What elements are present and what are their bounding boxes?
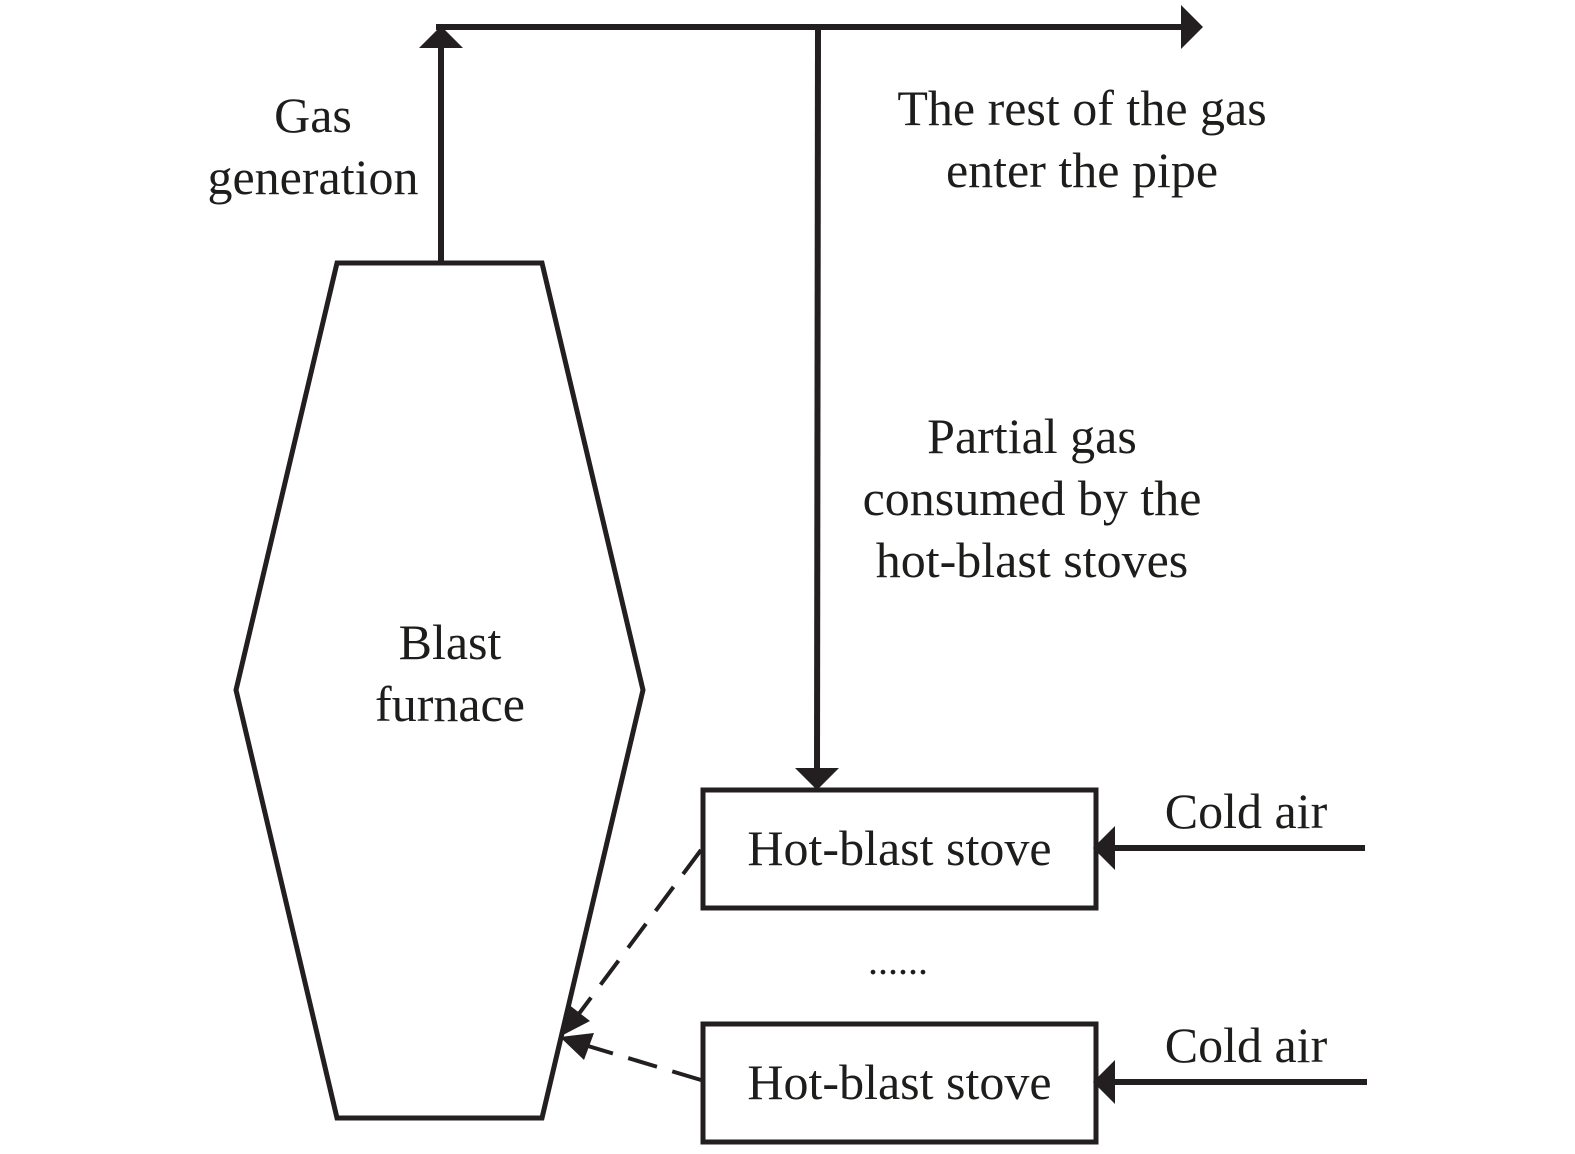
gas-generation-arrowhead bbox=[419, 26, 463, 48]
cold-air-2-label: Cold air bbox=[1164, 1017, 1328, 1073]
blast-furnace-line-1: Blast bbox=[398, 614, 502, 670]
partial-gas-line-3: hot-blast stoves bbox=[875, 532, 1189, 588]
blast-furnace-line-2: furnace bbox=[375, 676, 525, 732]
hot-blast-stove-2-label: Hot-blast stove bbox=[747, 1054, 1052, 1110]
hot-blast-1-dashed-line bbox=[576, 848, 703, 1017]
cold-air-2-arrowhead bbox=[1093, 1060, 1115, 1104]
partial-gas-line-2: consumed by the bbox=[862, 470, 1202, 526]
hot-blast-stove-1-label: Hot-blast stove bbox=[747, 820, 1052, 876]
gas-generation-line-1: Gas bbox=[274, 87, 352, 143]
stove-gas-arrowhead bbox=[795, 768, 839, 790]
partial-gas-line-1: Partial gas bbox=[927, 408, 1137, 464]
blast-furnace-shape bbox=[233, 260, 646, 1121]
gas-generation-label: Gas generation bbox=[193, 84, 433, 208]
rest-of-gas-label: The rest of the gas enter the pipe bbox=[862, 77, 1302, 201]
partial-gas-label: Partial gas consumed by the hot-blast st… bbox=[832, 405, 1232, 591]
stove-ellipsis: ...... bbox=[868, 938, 928, 983]
cold-air-1-arrowhead bbox=[1093, 826, 1115, 870]
cold-air-1-label: Cold air bbox=[1164, 783, 1328, 839]
stove-gas-downcomer-line bbox=[814, 26, 821, 773]
pipe-outlet-arrowhead bbox=[1181, 5, 1203, 49]
blast-furnace-label: Blast furnace bbox=[330, 611, 570, 735]
hot-blast-2-dashed-line bbox=[587, 1044, 702, 1082]
rest-of-gas-line-2: enter the pipe bbox=[945, 142, 1219, 198]
gas-generation-line-2: generation bbox=[207, 149, 419, 205]
rest-of-gas-line-1: The rest of the gas bbox=[897, 80, 1267, 136]
hot-blast-2-arrowhead bbox=[560, 1033, 594, 1060]
hot-blast-1-arrowhead bbox=[563, 1004, 590, 1035]
